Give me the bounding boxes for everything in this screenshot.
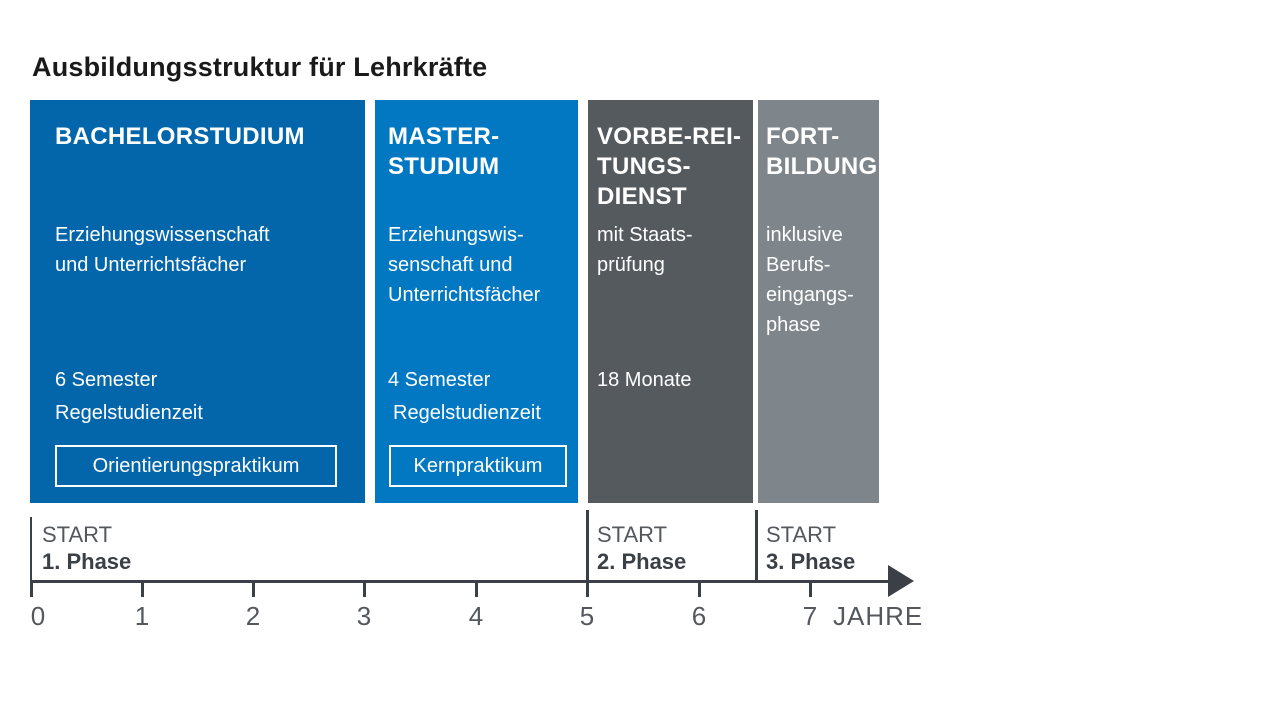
- page-title: Ausbildungsstruktur für Lehrkräfte: [32, 52, 488, 82]
- block-vorbereitungsdienst: VORBE-REI- TUNGS- DIENST mit Staats- prü…: [588, 100, 753, 503]
- heading-line: FORT-: [766, 123, 840, 150]
- tick-label-3: 3: [356, 601, 372, 631]
- start-label: START: [766, 522, 837, 547]
- badge-orientierungspraktikum: Orientierungspraktikum: [55, 445, 337, 487]
- heading-line: STUDIUM: [388, 153, 500, 180]
- body-line: und Unterrichtsfächer: [55, 254, 247, 276]
- badge-kernpraktikum: Kernpraktikum: [389, 445, 567, 487]
- tick-label-2: 2: [245, 601, 261, 631]
- body-line: mit Staats-: [597, 224, 693, 246]
- start-phase-3: START 3. Phase: [766, 521, 855, 575]
- block-heading: FORT- BILDUNG: [766, 122, 877, 182]
- block-fortbildung: FORT- BILDUNG inklusive Berufs- eingangs…: [758, 100, 879, 503]
- block-body: Erziehungswissenschaft und Unterrichtsfä…: [55, 220, 361, 280]
- tick-mark-1: [141, 580, 144, 597]
- phase-label: 1. Phase: [42, 549, 132, 574]
- duration-line: 4 Semester: [388, 369, 491, 391]
- block-bachelorstudium: BACHELORSTUDIUM Erziehungswissenschaft u…: [30, 100, 365, 503]
- body-line: prüfung: [597, 254, 665, 276]
- block-duration: 4 Semester Regelstudienzeit: [388, 364, 575, 430]
- phase-label: 3. Phase: [766, 549, 856, 574]
- start-phase-2: START 2. Phase: [597, 521, 686, 575]
- block-body: Erziehungswis- senschaft und Unterrichts…: [388, 220, 575, 310]
- phase3-divider-line: [755, 510, 758, 580]
- tick-mark-3: [363, 580, 366, 597]
- body-line: Erziehungswissenschaft: [55, 224, 270, 246]
- body-line: Unterrichtsfächer: [388, 284, 541, 306]
- block-masterstudium: MASTER- STUDIUM Erziehungswis- senschaft…: [375, 100, 578, 503]
- phase1-divider-line: [30, 517, 32, 580]
- timeline-arrow-icon: [888, 565, 914, 597]
- tick-label-4: 4: [468, 601, 484, 631]
- heading-line: VORBE-REI-: [597, 123, 742, 150]
- block-duration: 6 Semester Regelstudienzeit: [55, 364, 361, 430]
- tick-mark-2: [252, 580, 255, 597]
- tick-label-7: 7: [802, 601, 818, 631]
- tick-label-0: 0: [30, 601, 46, 631]
- start-label: START: [42, 522, 113, 547]
- axis-unit-label: JAHRE: [833, 601, 924, 631]
- timeline-axis: [30, 580, 890, 583]
- duration-line: 6 Semester: [55, 369, 158, 391]
- block-body: inklusive Berufs- eingangs- phase: [766, 220, 877, 340]
- heading-line: TUNGS-: [597, 153, 691, 180]
- tick-mark-6: [698, 580, 701, 597]
- heading-line: DIENST: [597, 183, 687, 210]
- block-body: mit Staats- prüfung: [597, 220, 750, 280]
- tick-mark-0: [30, 580, 33, 597]
- body-line: Berufs-: [766, 254, 831, 276]
- tick-mark-5: [586, 580, 589, 597]
- start-phase-1: START 1. Phase: [42, 521, 131, 575]
- tick-mark-7: [809, 580, 812, 597]
- block-heading: MASTER- STUDIUM: [388, 122, 575, 182]
- body-line: phase: [766, 314, 821, 336]
- heading-line: BACHELORSTUDIUM: [55, 123, 305, 150]
- tick-label-6: 6: [691, 601, 707, 631]
- heading-line: BILDUNG: [766, 153, 878, 180]
- phase2-divider-line: [586, 510, 589, 580]
- tick-label-1: 1: [134, 601, 150, 631]
- body-line: senschaft und: [388, 254, 513, 276]
- body-line: inklusive: [766, 224, 843, 246]
- body-line: eingangs-: [766, 284, 854, 306]
- phase-label: 2. Phase: [597, 549, 687, 574]
- duration-line: 18 Monate: [597, 369, 692, 391]
- tick-label-5: 5: [579, 601, 595, 631]
- body-line: Erziehungswis-: [388, 224, 524, 246]
- duration-line: Regelstudienzeit: [393, 402, 541, 424]
- heading-line: MASTER-: [388, 123, 500, 150]
- block-duration: 18 Monate: [597, 364, 750, 397]
- block-heading: VORBE-REI- TUNGS- DIENST: [597, 122, 750, 212]
- start-label: START: [597, 522, 668, 547]
- tick-mark-4: [475, 580, 478, 597]
- duration-line: Regelstudienzeit: [55, 402, 203, 424]
- block-heading: BACHELORSTUDIUM: [55, 122, 361, 152]
